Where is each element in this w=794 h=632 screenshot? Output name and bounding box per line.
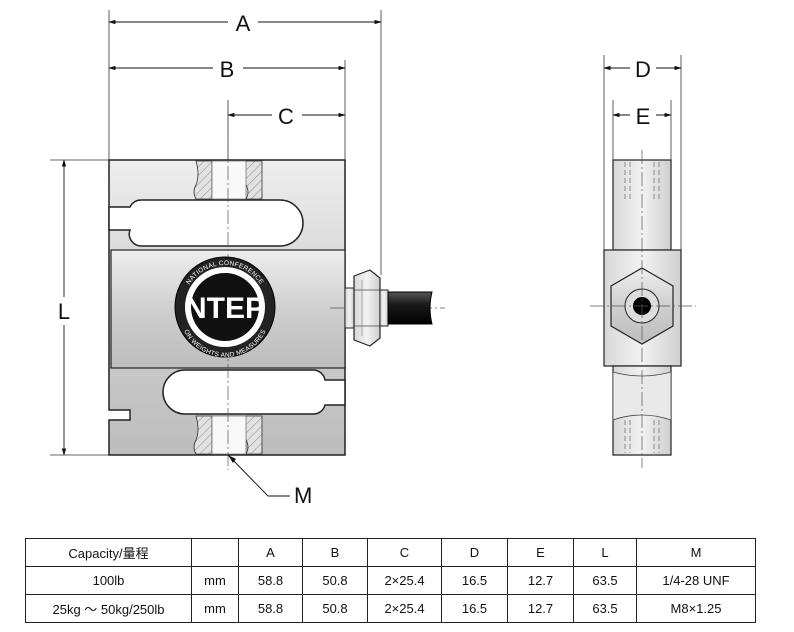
header-b: B [302, 538, 368, 567]
cell-l: 63.5 [573, 566, 637, 595]
cell-m: 1/4-28 UNF [636, 566, 756, 595]
cell-l: 63.5 [573, 594, 637, 623]
header-m: M [636, 538, 756, 567]
header-d: D [441, 538, 508, 567]
dim-label-c: C [278, 104, 294, 129]
seal-logo-text: NTEP [185, 292, 265, 325]
dim-label-l: L [58, 299, 70, 324]
cell-c: 2×25.4 [367, 594, 442, 623]
front-view: NATIONAL CONFERENCE ON WEIGHTS AND MEASU… [50, 8, 445, 508]
header-unit [191, 538, 239, 567]
header-a: A [238, 538, 303, 567]
header-c: C [367, 538, 442, 567]
cell-d: 16.5 [441, 594, 508, 623]
cell-b: 50.8 [302, 566, 368, 595]
dim-label-m: M [294, 483, 312, 508]
table-row: 100lb mm 58.8 50.8 2×25.4 16.5 12.7 63.5… [25, 566, 756, 595]
load-cell-drawing: NATIONAL CONFERENCE ON WEIGHTS AND MEASU… [50, 8, 696, 508]
top-thread-section [193, 160, 263, 200]
header-capacity: Capacity/量程 [25, 538, 192, 567]
ntep-seal: NATIONAL CONFERENCE ON WEIGHTS AND MEASU… [174, 256, 276, 359]
table-header-row: Capacity/量程 A B C D E L M [25, 538, 756, 567]
table-row: 25kg ～ 50kg/250lb mm 58.8 50.8 2×25.4 16… [25, 594, 756, 623]
dim-label-a: A [236, 11, 251, 36]
spec-table: Capacity/量程 A B C D E L M 100lb mm 58.8 … [25, 538, 756, 623]
dim-label-b: B [220, 57, 235, 82]
cell-m: M8×1.25 [636, 594, 756, 623]
cell-e: 12.7 [507, 594, 574, 623]
dim-label-d: D [635, 57, 651, 82]
cell-a: 58.8 [238, 566, 303, 595]
dim-label-e: E [636, 104, 651, 129]
upper-slot [108, 199, 304, 247]
bottom-thread-section [193, 415, 263, 455]
header-l: L [573, 538, 637, 567]
side-view: D E [590, 55, 696, 468]
cell-a: 58.8 [238, 594, 303, 623]
cell-unit: mm [191, 566, 239, 595]
cell-b: 50.8 [302, 594, 368, 623]
cell-unit: mm [191, 594, 239, 623]
cell-e: 12.7 [507, 566, 574, 595]
cable-gland [344, 269, 389, 347]
cell-d: 16.5 [441, 566, 508, 595]
cable [387, 291, 433, 325]
cell-c: 2×25.4 [367, 566, 442, 595]
header-e: E [507, 538, 574, 567]
lower-slot [162, 369, 346, 415]
cell-capacity: 25kg ～ 50kg/250lb [25, 594, 192, 623]
cell-capacity: 100lb [25, 566, 192, 595]
